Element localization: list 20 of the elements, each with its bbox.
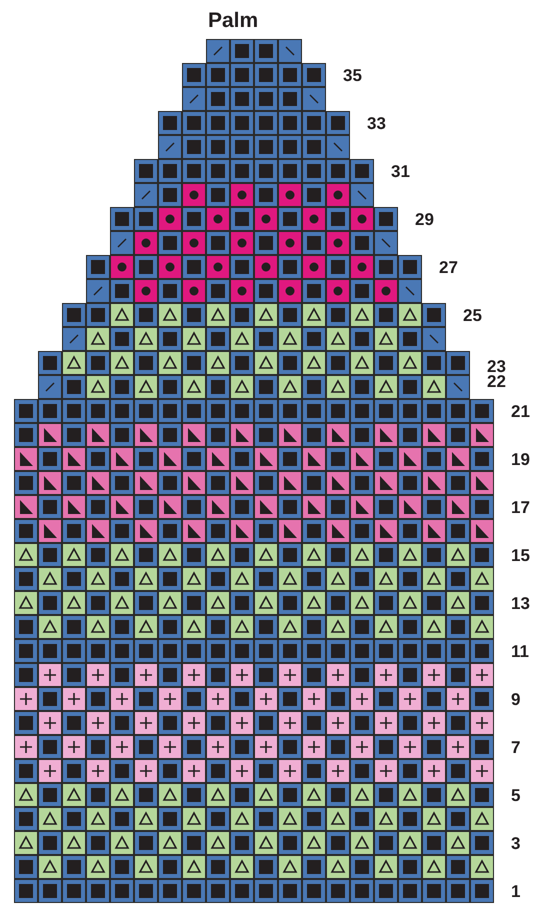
row-number: 31	[391, 163, 410, 180]
row-number: 35	[343, 67, 362, 84]
row-number: 21	[511, 403, 530, 420]
row-number: 15	[511, 547, 530, 564]
row-number: 9	[511, 691, 520, 708]
row-number: 13	[511, 595, 530, 612]
chart-title: Palm	[208, 10, 258, 31]
row-number: 17	[511, 499, 530, 516]
row-number: 23	[487, 358, 506, 375]
row-number: 5	[511, 787, 520, 804]
row-number: 25	[463, 307, 482, 324]
row-number: 33	[367, 115, 386, 132]
row-number: 19	[511, 451, 530, 468]
row-number: 1	[511, 883, 520, 900]
row-number: 7	[511, 739, 520, 756]
row-number: 3	[511, 835, 520, 852]
row-number: 27	[439, 259, 458, 276]
row-number: 29	[415, 211, 434, 228]
row-number: 22	[487, 373, 506, 390]
row-number: 11	[511, 643, 529, 660]
